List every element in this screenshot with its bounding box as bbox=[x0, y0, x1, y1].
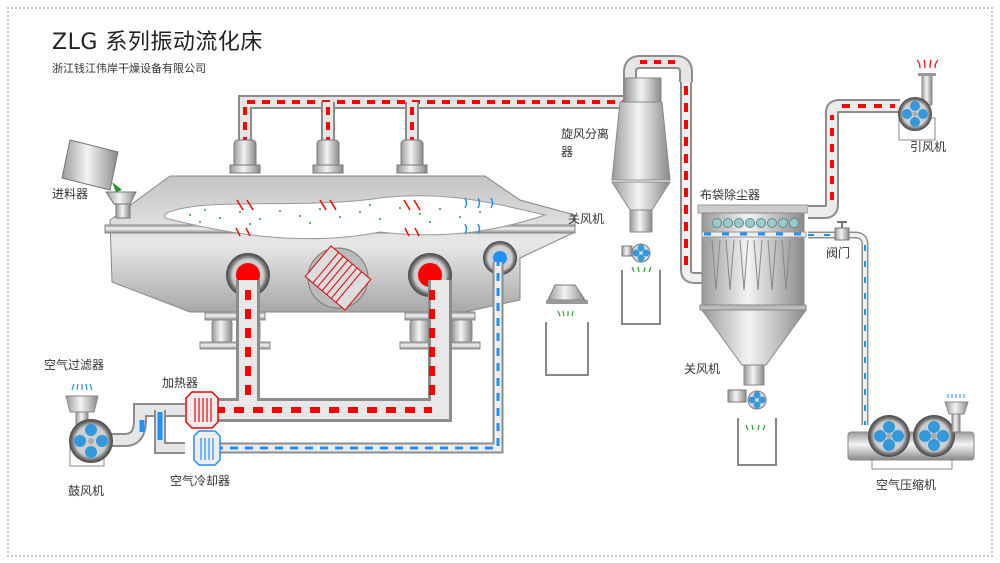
feeder bbox=[61, 139, 137, 219]
air-cooler bbox=[193, 430, 221, 466]
page-title: ZLG 系列振动流化床 bbox=[52, 30, 263, 55]
label-rotary-valve-main: 关风机 bbox=[568, 212, 605, 226]
label-bag-filter: 布袋除尘器 bbox=[700, 188, 761, 202]
hot-air-inlets bbox=[226, 241, 517, 297]
label-blower: 鼓风机 bbox=[68, 484, 105, 498]
filter-to-fan-duct bbox=[808, 99, 900, 219]
hot-air-supply-duct bbox=[210, 280, 452, 422]
product-particles bbox=[189, 204, 481, 225]
label-cyclone-line2: 器 bbox=[561, 145, 574, 159]
heater bbox=[185, 391, 219, 429]
exhaust-bellows bbox=[229, 139, 428, 174]
label-induced-fan: 引风机 bbox=[910, 140, 947, 154]
valve-icon bbox=[834, 227, 850, 241]
label-heater: 加热器 bbox=[162, 376, 199, 390]
cold-air-flow-marks bbox=[464, 197, 494, 235]
bed-discharge bbox=[545, 284, 589, 376]
vibration-motor bbox=[304, 245, 372, 311]
label-feeder: 进料器 bbox=[52, 187, 89, 201]
compressed-air-line bbox=[808, 221, 869, 425]
blower-fan bbox=[69, 419, 113, 467]
label-air-cooler: 空气冷却器 bbox=[170, 474, 231, 488]
label-valve: 阀门 bbox=[826, 246, 851, 260]
label-cyclone-line1: 旋风分离 bbox=[561, 127, 610, 141]
label-rotary-valve-filter: 关风机 bbox=[684, 362, 721, 376]
blower-outlet-piping bbox=[110, 403, 185, 454]
diagram-frame bbox=[7, 7, 993, 557]
filter-rotary-valve bbox=[727, 389, 777, 466]
bag-filter bbox=[697, 204, 809, 386]
cyclone-to-filter-duct bbox=[680, 82, 710, 284]
cyclone-rotary-valve bbox=[621, 243, 661, 325]
hot-air-flow-marks bbox=[235, 199, 421, 237]
induced-fan bbox=[898, 59, 939, 141]
top-exhaust-duct bbox=[238, 95, 630, 145]
cyclone-separator bbox=[611, 55, 693, 233]
air-compressor bbox=[847, 394, 975, 470]
company-name: 浙江钱江伟岸干燥设备有限公司 bbox=[52, 62, 206, 75]
cold-air-supply-duct bbox=[215, 262, 504, 454]
label-air-compressor: 空气压缩机 bbox=[876, 478, 937, 492]
label-air-filter: 空气过滤器 bbox=[44, 358, 105, 372]
